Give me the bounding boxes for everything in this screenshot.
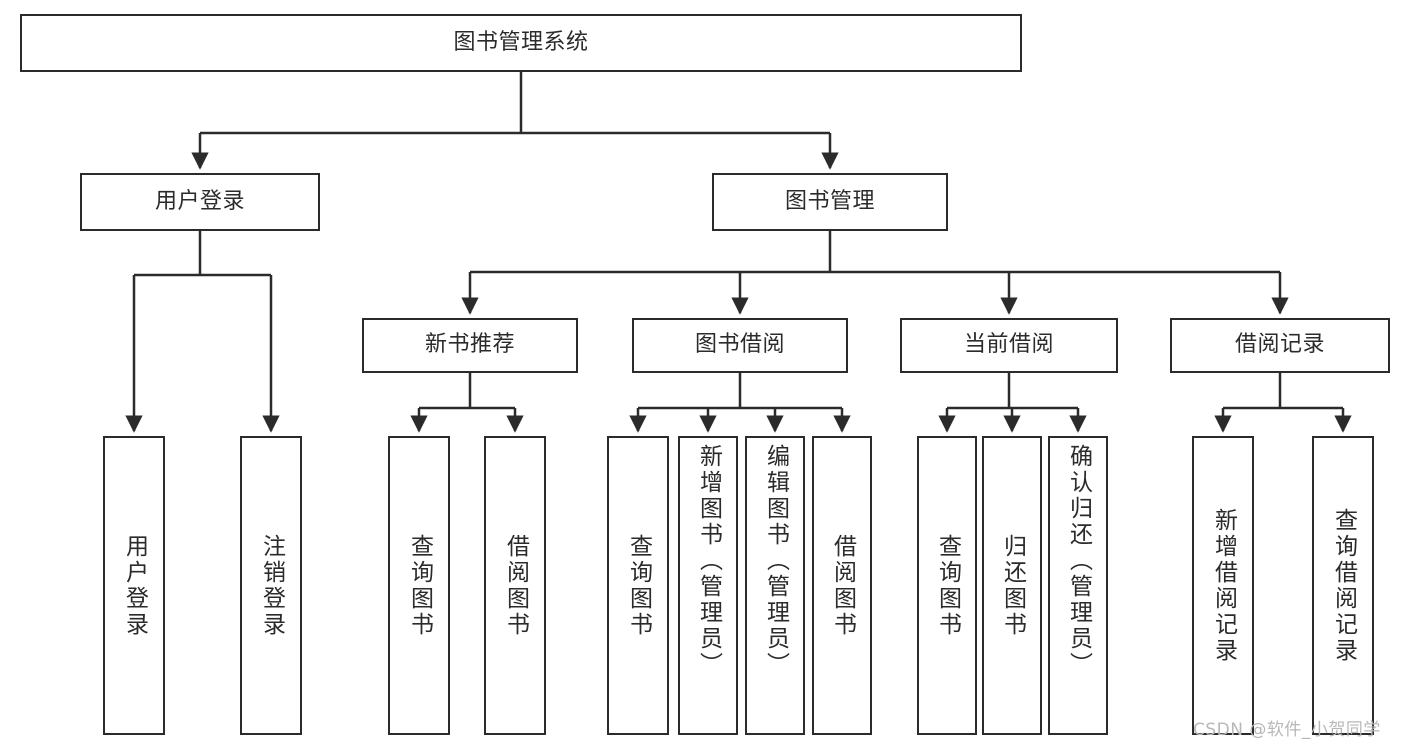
- node-current-borrow-label: 当前借阅: [963, 332, 1054, 358]
- node-leaf-user-login[interactable]: 用户登录: [103, 436, 165, 735]
- node-leaf-add-record[interactable]: 新增借阅记录: [1192, 436, 1254, 735]
- node-leaf-add-book[interactable]: 新增图书（管理员）: [678, 436, 738, 735]
- node-leaf-borrow-book-2[interactable]: 借阅图书: [812, 436, 872, 735]
- node-user-login[interactable]: 用户登录: [80, 173, 320, 231]
- node-leaf-add-book-label: 新增图书（管理员）: [695, 444, 722, 678]
- node-leaf-confirm-return-label: 确认归还（管理员）: [1065, 444, 1092, 678]
- node-book-borrow-label: 图书借阅: [694, 332, 785, 358]
- node-user-login-label: 用户登录: [154, 188, 245, 214]
- node-root-label: 图书管理系统: [453, 29, 589, 55]
- node-leaf-user-login-label: 用户登录: [121, 533, 148, 638]
- node-book-manage[interactable]: 图书管理: [712, 173, 948, 231]
- node-leaf-return-book-label: 归还图书: [999, 533, 1026, 638]
- node-leaf-borrow-book-2-label: 借阅图书: [829, 533, 856, 638]
- node-leaf-edit-book[interactable]: 编辑图书（管理员）: [745, 436, 805, 735]
- node-leaf-edit-book-label: 编辑图书（管理员）: [762, 444, 789, 678]
- node-leaf-borrow-book-1[interactable]: 借阅图书: [484, 436, 546, 735]
- node-leaf-query-book-3-label: 查询图书: [934, 533, 961, 638]
- node-new-book-recommend[interactable]: 新书推荐: [362, 318, 578, 373]
- node-leaf-query-book-2-label: 查询图书: [625, 533, 652, 638]
- watermark-text: CSDN @软件_小贺同学: [1193, 720, 1381, 740]
- node-current-borrow[interactable]: 当前借阅: [900, 318, 1118, 373]
- node-leaf-query-book-3[interactable]: 查询图书: [917, 436, 977, 735]
- node-root[interactable]: 图书管理系统: [20, 14, 1022, 72]
- node-leaf-query-record-label: 查询借阅记录: [1330, 507, 1357, 664]
- node-new-book-recommend-label: 新书推荐: [424, 332, 515, 358]
- node-book-borrow[interactable]: 图书借阅: [632, 318, 848, 373]
- node-leaf-add-record-label: 新增借阅记录: [1210, 507, 1237, 664]
- node-leaf-borrow-book-1-label: 借阅图书: [502, 533, 529, 638]
- node-leaf-query-book-2[interactable]: 查询图书: [607, 436, 669, 735]
- node-leaf-query-book-1[interactable]: 查询图书: [388, 436, 450, 735]
- node-book-manage-label: 图书管理: [784, 188, 875, 214]
- node-leaf-return-book[interactable]: 归还图书: [982, 436, 1042, 735]
- node-borrow-record-label: 借阅记录: [1234, 332, 1325, 358]
- node-leaf-query-record[interactable]: 查询借阅记录: [1312, 436, 1374, 735]
- node-leaf-confirm-return[interactable]: 确认归还（管理员）: [1048, 436, 1108, 735]
- node-leaf-logout[interactable]: 注销登录: [240, 436, 302, 735]
- node-borrow-record[interactable]: 借阅记录: [1170, 318, 1390, 373]
- node-leaf-logout-label: 注销登录: [258, 533, 285, 638]
- node-leaf-query-book-1-label: 查询图书: [406, 533, 433, 638]
